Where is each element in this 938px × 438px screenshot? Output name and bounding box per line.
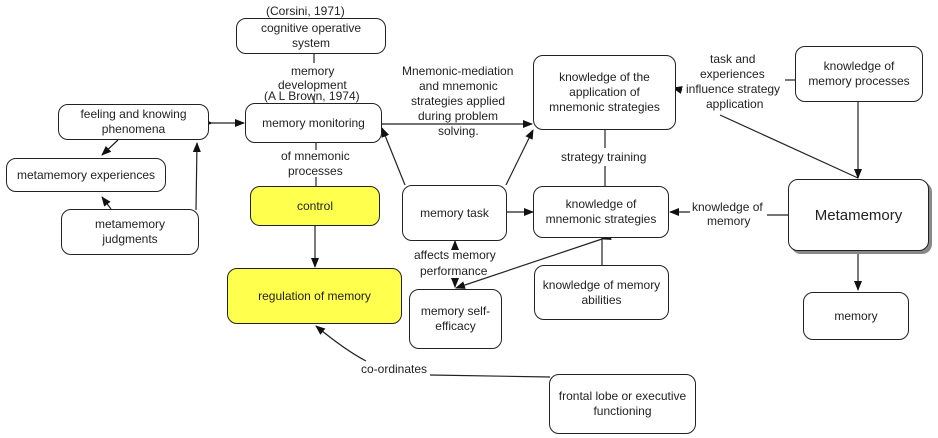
label-knowledge-of-memory-2: memory — [707, 214, 751, 228]
label-affects-1: affects memory — [414, 248, 496, 262]
label-of-mnemonic-1: of mnemonic — [281, 149, 350, 163]
node-metamemory-experiences[interactable]: metamemory experiences — [6, 158, 166, 192]
label-mnemonic-mediation-2: and mnemonic — [419, 79, 498, 93]
node-regulation-of-memory[interactable]: regulation of memory — [227, 268, 402, 324]
link-taskexp-metamemory — [719, 114, 859, 179]
link-strategies-efficacy — [455, 232, 612, 289]
label-brown: (A L Brown, 1974) — [264, 89, 360, 103]
label-mnemonic-mediation-3: strategies applied — [411, 94, 506, 108]
node-knowledge-application[interactable]: knowledge of the application of mnemonic… — [533, 55, 676, 130]
label-co-ordinates: co-ordinates — [361, 362, 428, 376]
link-task-monitoring — [381, 127, 406, 186]
label-corsini: (Corsini, 1971) — [266, 4, 345, 18]
node-knowledge-memory-abilities[interactable]: knowledge of memory abilities — [534, 265, 669, 320]
node-knowledge-memory-processes[interactable]: knowledge of memory processes — [795, 46, 923, 102]
node-cognitive-operative-system[interactable]: cognitive operative system — [236, 18, 386, 54]
label-task-exp-3: influence strategy — [686, 82, 781, 96]
label-mnemonic-mediation-4: during problem — [418, 109, 499, 123]
label-task-exp-1: task and — [710, 52, 756, 66]
label-knowledge-of-memory-1: knowledge of — [692, 200, 763, 214]
node-metamemory[interactable]: Metamemory — [788, 179, 929, 251]
node-memory-task[interactable]: memory task — [402, 185, 507, 241]
link-judgments-experiences — [101, 196, 112, 210]
node-metamemory-judgments[interactable]: metamemory judgments — [61, 209, 199, 255]
label-strategy-training: strategy training — [561, 150, 647, 164]
link-coordinates-regulation — [315, 325, 367, 362]
node-feeling-knowing[interactable]: feeling and knowing phenomena — [58, 104, 209, 140]
label-task-exp-4: application — [706, 97, 764, 111]
link-frontal-coordinates — [429, 374, 551, 378]
label-memory-development-2: development — [278, 78, 347, 92]
node-frontal-lobe[interactable]: frontal lobe or executive functioning — [549, 374, 696, 434]
label-of-mnemonic-2: processes — [288, 164, 343, 178]
node-memory[interactable]: memory — [803, 292, 909, 340]
label-memory-development-1: memory — [291, 64, 335, 78]
node-memory-self-efficacy[interactable]: memory self-efficacy — [409, 289, 502, 349]
label-mnemonic-mediation-5: solving. — [438, 124, 479, 138]
link-feeling-experiences — [101, 139, 119, 156]
label-task-exp-2: experiences — [700, 67, 765, 81]
node-control[interactable]: control — [250, 186, 380, 226]
node-knowledge-mnemonic-strategies[interactable]: knowledge of mnemonic strategies — [533, 186, 669, 238]
label-affects-2: performance — [420, 264, 488, 278]
node-memory-monitoring[interactable]: memory monitoring — [245, 103, 382, 143]
label-mnemonic-mediation-1: Mnemonic-mediation — [402, 64, 514, 78]
link-task-application — [505, 129, 534, 186]
link-judgments-feeling — [192, 142, 201, 211]
